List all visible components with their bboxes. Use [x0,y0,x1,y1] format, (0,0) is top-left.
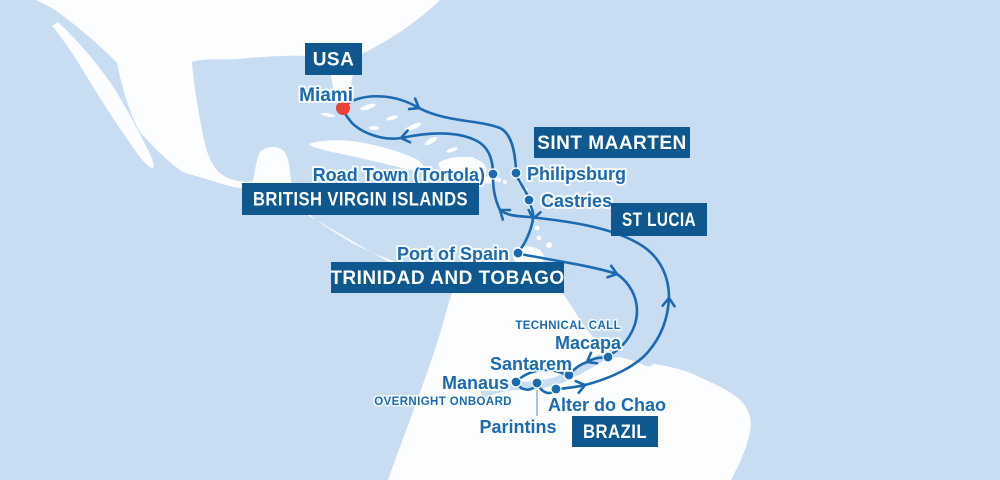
port-dot-road-town-tortola [487,168,499,180]
antilles-islet [534,225,540,231]
route-to-road-town [491,175,502,212]
port-dot-parintins [531,377,543,389]
country-box-trinidad-and-tobago: TRINIDAD AND TOBAGO [330,262,564,293]
port-label-castries: Castries [541,191,612,211]
virgin-islands-islet [497,178,501,182]
route-down-to-macapa [608,272,639,357]
port-dots [336,101,614,395]
port-label-alter-do-chao: Alter do Chao [548,395,666,415]
port-label-parintins: Parintins [479,417,556,437]
bahamas-islet [464,156,474,162]
route-road-town-northwest [398,129,495,173]
virgin-islands-islet [503,180,507,184]
country-box-brazil: BRAZIL [572,416,658,447]
port-note-macapa: TECHNICAL CALL [515,320,621,332]
country-box-bg-trinidad-and-tobago [331,262,564,293]
port-label-philipsburg: Philipsburg [527,164,626,184]
country-box-label-st-lucia: ST LUCIA [622,210,696,231]
amazon-river-channel [481,345,619,397]
country-box-label-usa: USA [313,50,355,71]
country-label-boxes: USA SINT MAARTEN BRITISH VIRGIN ISLANDS ST … [242,43,707,447]
landmass-cuba [309,140,425,171]
port-label-miami: Miami [299,85,353,106]
tobago-islet [546,242,552,248]
port-dot-macapa [602,351,614,363]
florida-keys-islet [321,112,335,118]
route-up-coast [583,295,676,387]
country-box-british-virgin-islands: BRITISH VIRGIN ISLANDS [242,183,479,215]
country-box-label-brazil: BRAZIL [583,422,647,443]
route-north-loop [498,208,671,300]
port-label-manaus: Manaus [442,373,509,393]
country-box-label-trinidad-and-tobago: TRINIDAD AND TOBAGO [330,268,564,289]
port-label-road-town-tortola: Road Town (Tortola) [313,165,485,185]
route-port-of-spain-east [518,252,620,279]
port-dot-manaus [510,376,522,388]
port-dot-castries [523,194,535,206]
port-dot-miami [336,101,350,115]
port-label-macapa: Macapa [555,333,622,353]
country-box-bg-british-virgin-islands [242,183,479,215]
antilles-islet [536,235,542,241]
bahamas-islet [386,115,398,121]
bahamas-islet [360,103,376,111]
port-label-santarem: Santarem [490,354,572,374]
port-dot-alter-do-chao [550,383,562,395]
country-box-sint-maarten: SINT MAARTEN [534,127,690,158]
landmass-baja-california [52,22,154,168]
country-box-bg-brazil [572,416,658,447]
country-box-bg-sint-maarten [534,127,690,158]
landmass-hispaniola [438,156,487,182]
bahamas-islet [424,136,438,146]
country-box-bg-st-lucia [611,203,707,236]
country-box-label-sint-maarten: SINT MAARTEN [537,133,687,154]
country-box-bg-usa [305,43,362,75]
bahamas-islet [369,126,379,130]
country-box-usa: USA [305,43,362,75]
country-box-st-lucia: ST LUCIA [611,203,707,236]
port-note-manaus: OVERNIGHT ONBOARD [374,396,512,408]
port-dot-port-of-spain [512,247,524,259]
port-dot-philipsburg [510,167,522,179]
route-to-philipsburg [417,106,518,173]
port-dot-santarem [563,369,575,381]
port-label-port-of-spain: Port of Spain [397,244,509,264]
bahamas-islet [446,147,458,153]
country-box-label-british-virgin-islands: BRITISH VIRGIN ISLANDS [253,190,468,211]
